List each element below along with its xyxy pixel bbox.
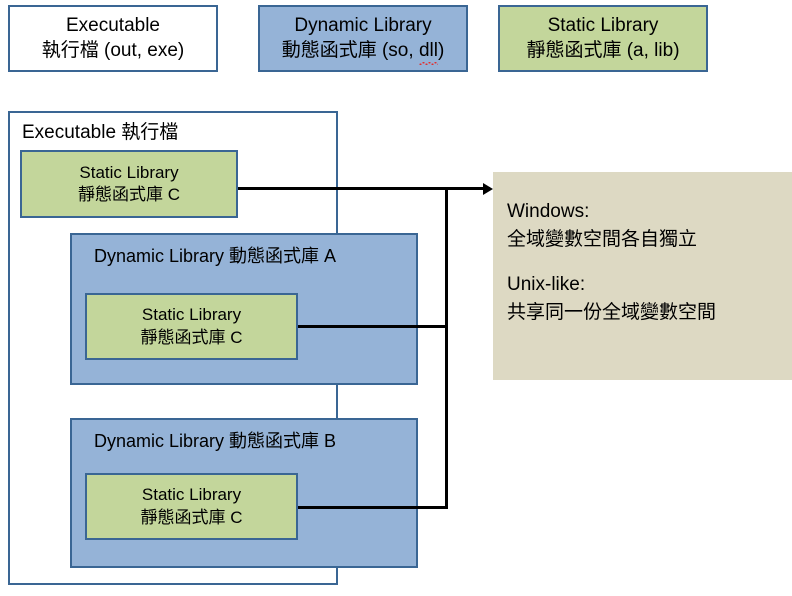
legend-dynamic-library-line1: Dynamic Library — [294, 14, 432, 36]
connector-line-executable-static-c — [238, 187, 490, 190]
arrow-head-icon — [483, 183, 493, 195]
legend-dynamic-library-line2-prefix: 動態函式庫 (so, — [281, 39, 419, 61]
note-panel-windows-heading: Windows: — [507, 201, 590, 222]
dynamic-library-b-title: Dynamic Library 動態函式庫 B — [94, 431, 337, 451]
connector-line-dynamic-b-static-c — [298, 506, 448, 509]
note-panel-windows-text: 全域變數空間各自獨立 — [507, 228, 698, 250]
legend-dynamic-library-misspelled-word: dll — [418, 39, 438, 65]
executable-container-title: Executable 執行檔 — [22, 122, 179, 143]
note-panel-unix-text: 共享同一份全域變數空間 — [507, 301, 717, 323]
legend-static-library-line1: Static Library — [547, 14, 659, 36]
static-library-c-in-executable-line2: 靜態函式庫 C — [78, 185, 180, 204]
note-panel-spacer — [507, 253, 792, 271]
static-library-c-in-dynamic-library-a: Static Library 靜態函式庫 C — [85, 293, 298, 360]
note-panel: Windows: 全域變數空間各自獨立 Unix-like: 共享同一份全域變數… — [493, 172, 792, 380]
legend-static-library: Static Library 靜態函式庫 (a, lib) — [498, 5, 708, 72]
static-library-c-in-executable: Static Library 靜態函式庫 C — [20, 150, 238, 218]
legend-dynamic-library: Dynamic Library 動態函式庫 (so, dll) — [258, 5, 468, 72]
legend-static-library-line2: 靜態函式庫 (a, lib) — [526, 39, 680, 61]
legend-executable-line2: 執行檔 (out, exe) — [41, 39, 185, 61]
note-panel-unix-heading: Unix-like: — [507, 274, 586, 296]
dynamic-library-a-title: Dynamic Library 動態函式庫 A — [94, 246, 337, 266]
legend-dynamic-library-line2: 動態函式庫 (so, dll) — [281, 39, 445, 65]
connector-line-dynamic-a-static-c — [298, 325, 448, 328]
legend-executable: Executable 執行檔 (out, exe) — [8, 5, 218, 72]
legend-executable-line1: Executable — [65, 14, 160, 36]
static-library-c-in-dynamic-library-b-line2: 靜態函式庫 C — [140, 507, 243, 527]
static-library-c-in-dynamic-library-a-line1: Static Library — [141, 305, 242, 325]
static-library-c-in-dynamic-library-a-line2: 靜態函式庫 C — [140, 327, 243, 347]
connector-riser-vertical — [445, 187, 448, 509]
legend-dynamic-library-line2-suffix: ) — [437, 39, 445, 61]
static-library-c-in-executable-line1: Static Library — [79, 162, 179, 182]
static-library-c-in-dynamic-library-b-line1: Static Library — [141, 485, 242, 505]
static-library-c-in-dynamic-library-b: Static Library 靜態函式庫 C — [85, 473, 298, 540]
